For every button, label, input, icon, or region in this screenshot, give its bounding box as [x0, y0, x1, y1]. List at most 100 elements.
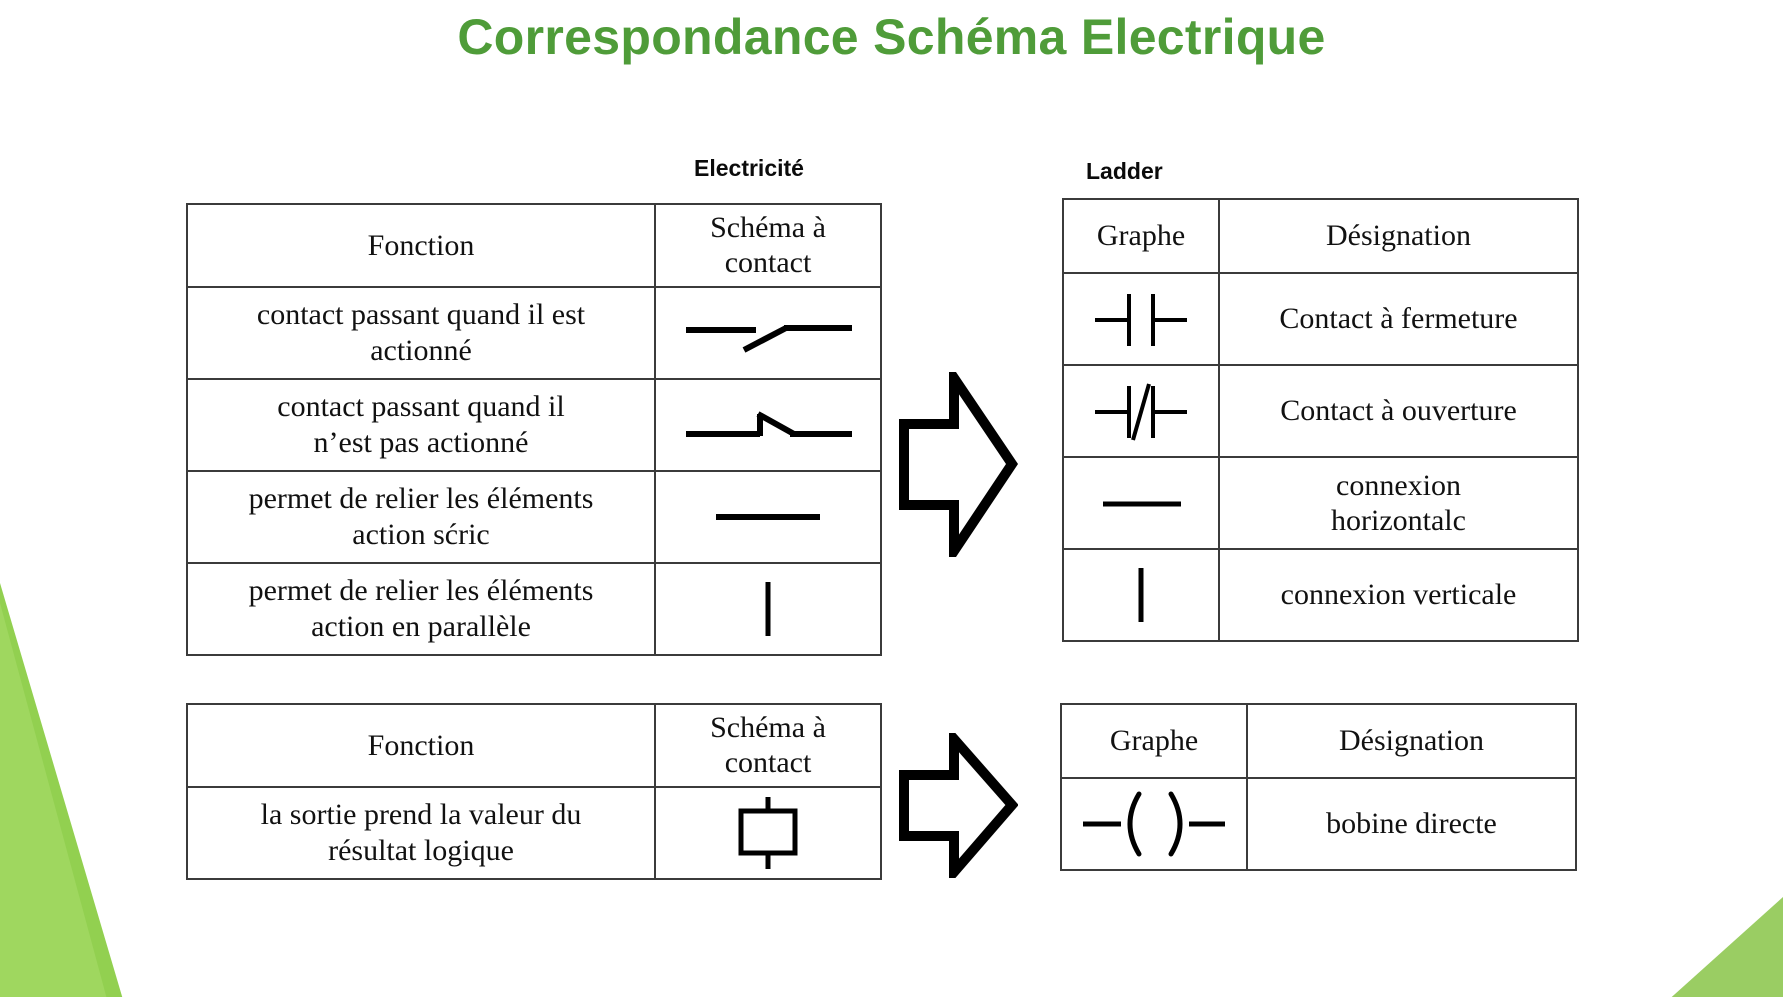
block-arrow-right-icon [899, 725, 1019, 886]
cell-symbol-horizontal-line [654, 469, 882, 564]
column-header-graphe: Graphe [1062, 198, 1220, 274]
table-header-row: Graphe Désignation [1062, 198, 1579, 274]
cell-function-nc-contact: contact passant quand il n’est pas actio… [186, 377, 656, 472]
table-row: contact passant quand il n’est pas actio… [186, 377, 882, 472]
cell-designation-contact-ouverture: Contact à ouverture [1218, 364, 1579, 458]
cell-function-parallel-link: permet de relier les éléments action en … [186, 561, 656, 656]
cell-function-series-link: permet de relier les éléments action sćr… [186, 469, 656, 564]
table-row: Contact à ouverture [1062, 364, 1579, 458]
cell-line1: connexion [1336, 468, 1461, 502]
cell-symbol-ladder-vertical [1062, 548, 1220, 642]
table-row: contact passant quand il est actionné [186, 285, 882, 380]
arrow-bottom-container [898, 725, 1019, 886]
ladder-coil-symbol [1083, 791, 1225, 857]
table-header-row: Fonction Schéma à contact [186, 703, 882, 788]
caption-electricite: Electricité [694, 155, 804, 181]
cell-designation-bobine-directe: bobine directe [1246, 777, 1577, 871]
cell-designation-connexion-verticale: connexion verticale [1218, 548, 1579, 642]
column-header-graphe-bottom-label: Graphe [1109, 724, 1199, 758]
column-header-fonction-label: Fonction [367, 228, 475, 262]
bottom-white-baseline [0, 997, 1783, 1003]
cell-symbol-ladder-horizontal [1062, 456, 1220, 550]
cell-line2: horizontalc [1331, 504, 1466, 537]
column-header-schema-a-contact-bottom: Schéma à contact [654, 703, 882, 788]
green-triangle-right-decoration [1665, 897, 1783, 1003]
cell-function-parallel-link-text: permet de relier les éléments action en … [188, 568, 654, 649]
cell-line1: contact passant quand il est [256, 298, 586, 332]
normally-closed-contact-symbol [686, 411, 852, 437]
block-arrow-right-icon [899, 361, 1019, 568]
column-header-graphe-bottom: Graphe [1060, 703, 1248, 779]
cell-symbol-relay-coil-box [654, 785, 882, 880]
cell-designation-contact-fermeture-text: Contact à fermeture [1279, 302, 1518, 336]
table-row: bobine directe [1060, 777, 1577, 871]
cell-line2: contact [724, 746, 812, 780]
ladder-output-table: Graphe Désignation bobine directe [1060, 703, 1577, 871]
column-header-schema-line1: Schéma à [710, 211, 826, 244]
horizontal-line-symbol [1103, 501, 1181, 507]
cell-function-nc-contact-text: contact passant quand il n’est pas actio… [188, 384, 654, 465]
cell-function-no-contact: contact passant quand il est actionné [186, 285, 656, 380]
cell-function-no-contact-text: contact passant quand il est actionné [188, 292, 654, 373]
cell-symbol-no-contact [654, 285, 882, 380]
cell-line2: n’est pas actionné [313, 425, 529, 459]
cell-symbol-ladder-coil [1060, 777, 1248, 871]
ladder-symbols-table: Graphe Désignation Contact à fermeture [1062, 198, 1579, 642]
cell-line2: résultat logique [328, 833, 514, 867]
cell-designation-bobine-directe-text: bobine directe [1326, 807, 1497, 841]
cell-line1: la sortie prend la valeur du [260, 798, 582, 832]
cell-designation-connexion-verticale-text: connexion verticale [1280, 578, 1517, 612]
cell-symbol-vertical-line [654, 561, 882, 656]
arrow-top-container [898, 361, 1019, 568]
cell-symbol-ladder-no-contact [1062, 272, 1220, 366]
column-header-designation-bottom: Désignation [1246, 703, 1577, 779]
column-header-schema-bottom-label: Schéma à contact [656, 705, 880, 786]
cell-symbol-nc-contact [654, 377, 882, 472]
cell-function-series-link-text: permet de relier les éléments action sćr… [188, 476, 654, 557]
cell-symbol-ladder-nc-contact [1062, 364, 1220, 458]
cell-designation-connexion-horizontale: connexion horizontalc [1218, 456, 1579, 550]
table-header-row: Graphe Désignation [1060, 703, 1577, 779]
relay-coil-box-symbol [738, 796, 798, 869]
cell-designation-contact-fermeture: Contact à fermeture [1218, 272, 1579, 366]
table-row: Contact à fermeture [1062, 272, 1579, 366]
cell-line1: permet de relier les éléments [248, 482, 594, 516]
vertical-line-symbol [1138, 568, 1144, 622]
table-row: connexion horizontalc [1062, 456, 1579, 550]
electricity-output-table: Fonction Schéma à contact la sortie pren… [186, 703, 882, 880]
column-header-designation-bottom-label: Désignation [1339, 724, 1484, 758]
vertical-line-symbol [765, 581, 771, 636]
table-row: la sortie prend la valeur du résultat lo… [186, 785, 882, 880]
cell-function-output-coil: la sortie prend la valeur du résultat lo… [186, 785, 656, 880]
cell-function-output-coil-text: la sortie prend la valeur du résultat lo… [188, 792, 654, 873]
cell-line1: Schéma à [710, 711, 826, 744]
column-header-graphe-label: Graphe [1096, 219, 1186, 253]
cell-line2: action sćric [352, 517, 490, 551]
normally-open-contact-symbol [686, 324, 852, 353]
ladder-no-contact-symbol [1095, 294, 1187, 346]
horizontal-line-symbol [716, 513, 820, 520]
column-header-designation: Désignation [1218, 198, 1579, 274]
table-header-row: Fonction Schéma à contact [186, 203, 882, 288]
caption-ladder: Ladder [1086, 158, 1163, 184]
column-header-fonction-bottom-label: Fonction [367, 728, 475, 762]
cell-designation-contact-ouverture-text: Contact à ouverture [1280, 394, 1517, 428]
cell-line2: action en parallèle [311, 609, 531, 643]
column-header-fonction-bottom: Fonction [186, 703, 656, 788]
cell-line2: actionné [370, 333, 472, 367]
cell-line1: contact passant quand il [277, 390, 565, 424]
column-header-schema-line2: contact [724, 246, 812, 280]
cell-line1: permet de relier les éléments [248, 574, 594, 608]
ladder-nc-contact-symbol [1095, 383, 1187, 441]
green-triangle-left-inner-decoration [0, 603, 108, 1003]
column-header-schema-label: Schéma à contact [656, 205, 880, 286]
table-row: connexion verticale [1062, 548, 1579, 642]
page-title: Correspondance Schéma Electrique [457, 9, 1326, 65]
column-header-fonction: Fonction [186, 203, 656, 288]
table-row: permet de relier les éléments action sćr… [186, 469, 882, 564]
column-header-designation-label: Désignation [1326, 219, 1471, 253]
table-row: permet de relier les éléments action en … [186, 561, 882, 656]
cell-designation-connexion-horizontale-text: connexion horizontalc [1220, 463, 1577, 544]
electricity-contacts-table: Fonction Schéma à contact contact passan… [186, 203, 882, 656]
column-header-schema-a-contact: Schéma à contact [654, 203, 882, 288]
